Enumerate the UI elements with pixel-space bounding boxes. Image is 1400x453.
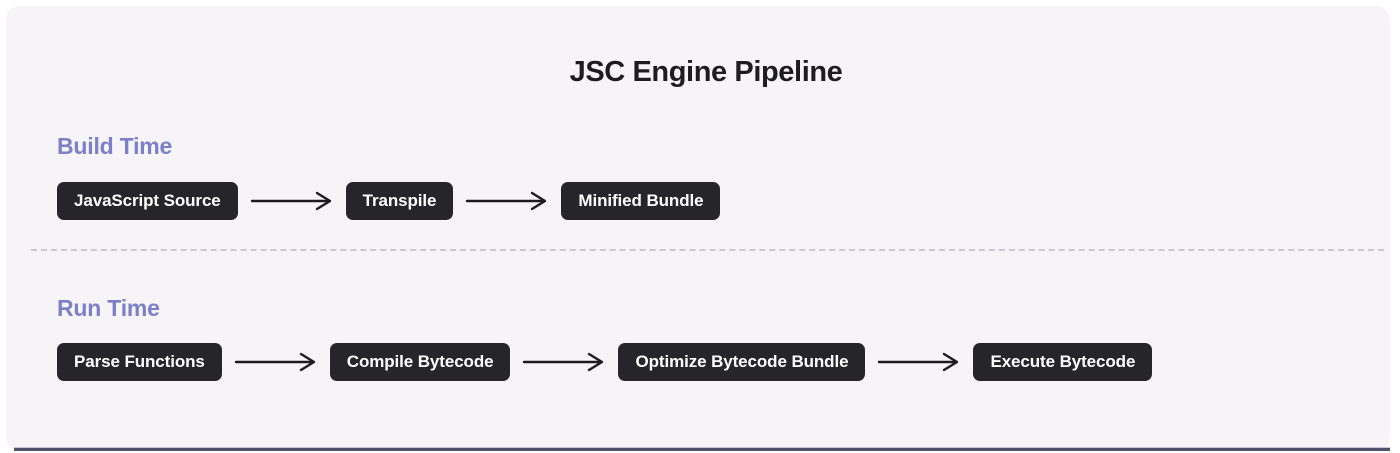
- section-label-run-time: Run Time: [57, 295, 160, 321]
- node-compile-bytecode: Compile Bytecode: [329, 343, 511, 381]
- diagram-canvas: JSC Engine Pipeline Build Time JavaScrip…: [6, 6, 1390, 451]
- node-optimize-bytecode-bundle: Optimize Bytecode Bundle: [618, 343, 866, 381]
- node-transpile: Transpile: [345, 182, 454, 220]
- node-execute-bytecode: Execute Bytecode: [973, 343, 1153, 381]
- node-parse-functions: Parse Functions: [57, 343, 222, 381]
- node-javascript-source: JavaScript Source: [57, 182, 238, 220]
- section-label-build-time: Build Time: [57, 133, 173, 159]
- arrow-right-icon: [250, 191, 334, 211]
- arrow-right-icon: [877, 352, 961, 372]
- arrow-right-icon: [465, 191, 549, 211]
- bottom-rule: [14, 447, 1390, 451]
- build-time-flow-row: JavaScript Source Transpile Minified Bun…: [57, 182, 721, 220]
- run-time-flow-row: Parse Functions Compile Bytecode Optimiz…: [57, 343, 1153, 381]
- arrow-right-icon: [522, 352, 606, 372]
- dashed-divider: [31, 249, 1384, 251]
- arrow-right-icon: [234, 352, 318, 372]
- node-minified-bundle: Minified Bundle: [561, 182, 721, 220]
- page-title: JSC Engine Pipeline: [569, 56, 843, 88]
